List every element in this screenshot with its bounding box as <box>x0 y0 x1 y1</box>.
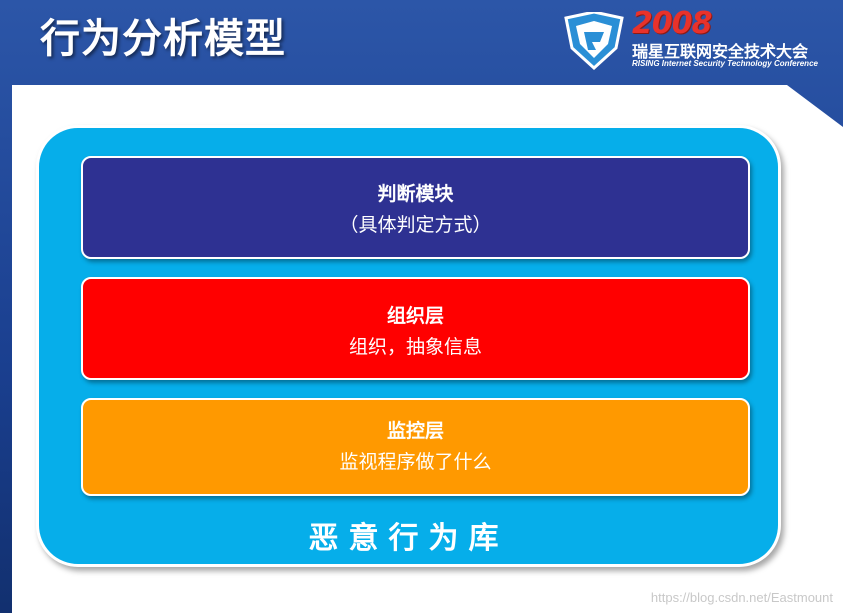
malicious-behavior-library-label: 恶意行为库 <box>308 521 509 556</box>
layer-description: 监视程序做了什么 <box>339 451 492 473</box>
layer-description: 组织，抽象信息 <box>348 336 482 358</box>
layer-title: 组织层 <box>386 305 444 327</box>
conference-name-english: RISING Internet Security Technology Conf… <box>632 59 818 68</box>
judgment-module-layer: 判断模块 （具体判定方式） <box>81 156 750 259</box>
slide-title: 行为分析模型 <box>40 16 286 62</box>
layer-description: （具体判定方式） <box>339 214 492 236</box>
organization-layer: 组织层 组织，抽象信息 <box>81 277 750 380</box>
layer-title: 判断模块 <box>377 183 454 205</box>
conference-year: 2008 <box>632 6 712 41</box>
layer-title: 监控层 <box>386 420 444 442</box>
shield-emblem-icon <box>564 12 624 70</box>
conference-name: 瑞星互联网安全技术大会 <box>632 42 809 61</box>
watermark: https://blog.csdn.net/Eastmount <box>650 590 833 605</box>
conference-logo: 2008 瑞星互联网安全技术大会 RISING Internet Securit… <box>562 6 832 72</box>
monitoring-layer: 监控层 监视程序做了什么 <box>81 398 750 496</box>
